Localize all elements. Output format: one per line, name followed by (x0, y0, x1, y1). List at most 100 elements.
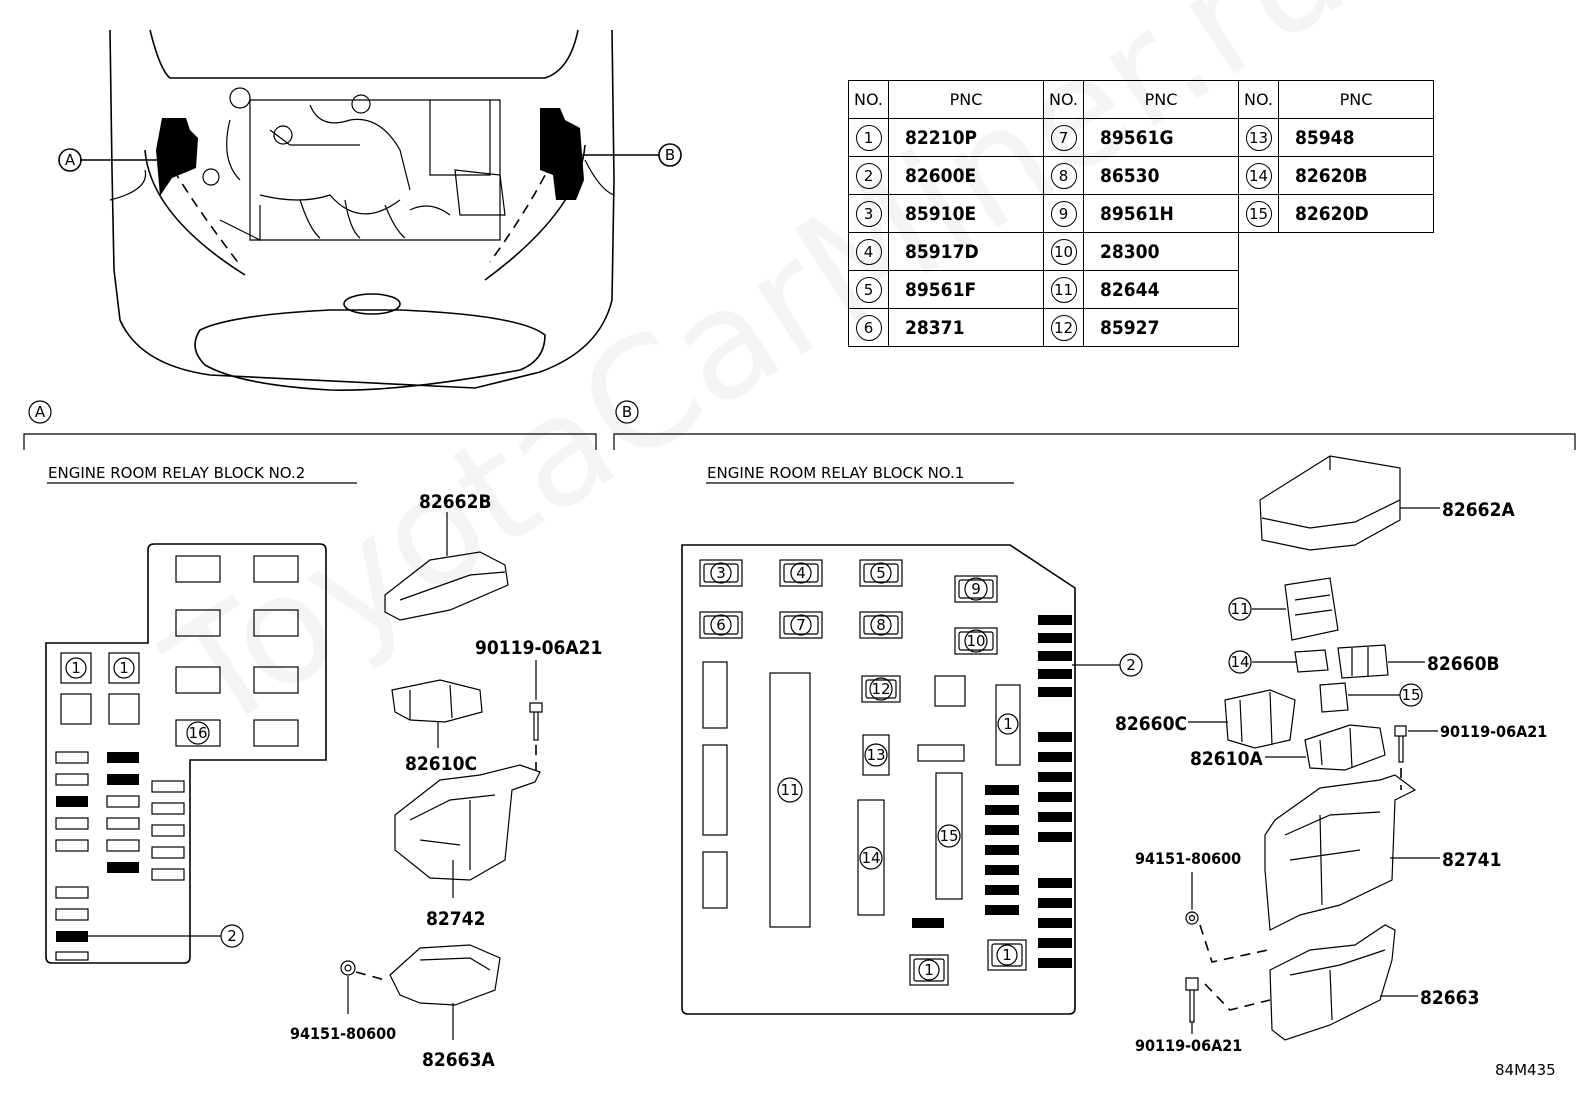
car-overview-illustration: A B (58, 29, 682, 391)
slot-label-1-upper: 1 (1003, 715, 1013, 733)
callout-14-b: 14 (1230, 653, 1249, 671)
item-number-circle: 5 (855, 276, 882, 303)
item-number-circle: 7 (1050, 124, 1077, 151)
pnc-code: 28371 (888, 308, 1044, 347)
part-82663: 82663 (1420, 987, 1479, 1009)
section-b-bracket: B ENGINE ROOM RELAY BLOCK NO.1 (613, 400, 1576, 484)
slot-label-13: 13 (866, 746, 885, 764)
part-82660C: 82660C (1115, 713, 1187, 735)
pnc-code: 82620D (1278, 194, 1434, 233)
item-number: 15 (1238, 194, 1279, 233)
pnc-table-header: NO. PNC NO. PNC NO. PNC (848, 80, 1434, 119)
slot-label-15: 15 (939, 827, 958, 845)
pnc-code: 82600E (888, 156, 1044, 195)
item-number-circle: 15 (1245, 200, 1272, 227)
item-number: 7 (1043, 118, 1084, 157)
section-a-marker: A (35, 403, 46, 421)
slot-label-1a: 1 (71, 659, 81, 677)
callout-2-b: 2 (1126, 656, 1136, 674)
item-number-circle: 9 (1050, 200, 1077, 227)
callout-15-b: 15 (1401, 686, 1420, 704)
header-pnc-1: PNC (888, 80, 1044, 119)
pnc-code: 89561G (1083, 118, 1239, 157)
pnc-code: 89561F (888, 270, 1044, 309)
slot-label-8: 8 (876, 616, 886, 634)
slot-label-16: 16 (188, 724, 207, 742)
item-number: 3 (848, 194, 889, 233)
slot-label-14: 14 (861, 849, 880, 867)
part-82741: 82741 (1442, 849, 1501, 871)
relay-block-no2: 1 1 16 2 (45, 543, 327, 964)
item-number-circle: 8 (1050, 162, 1077, 189)
pnc-code: 82210P (888, 118, 1044, 157)
empty-cell (1239, 271, 1279, 309)
item-number: 10 (1043, 232, 1084, 271)
pnc-code: 85917D (888, 232, 1044, 271)
item-number-circle: 4 (855, 238, 882, 265)
pnc-code: 82620B (1278, 156, 1434, 195)
slot-label-10: 10 (966, 632, 985, 650)
section-b-marker: B (622, 403, 632, 421)
slot-label-9: 9 (971, 580, 981, 598)
item-number-circle: 6 (855, 314, 882, 341)
part-82610C: 82610C (405, 753, 477, 775)
callout-2-a: 2 (227, 927, 237, 945)
pnc-code: 28300 (1083, 232, 1239, 271)
item-number-circle: 3 (855, 200, 882, 227)
item-number: 13 (1238, 118, 1279, 157)
pnc-code: 85927 (1083, 308, 1239, 347)
item-number-circle: 2 (855, 162, 882, 189)
slot-label-5: 5 (876, 564, 886, 582)
empty-cell (1239, 309, 1279, 347)
item-number: 11 (1043, 270, 1084, 309)
header-no-3: NO. (1238, 80, 1279, 119)
item-number: 4 (848, 232, 889, 271)
part-90119-top: 90119-06A21 (475, 637, 602, 659)
item-number-circle: 11 (1050, 276, 1077, 303)
empty-cell (1279, 271, 1434, 309)
section-b-parts: 82662A 11 14 82660B 15 82660C 82610A 901… (1115, 455, 1547, 1055)
part-82663A: 82663A (422, 1049, 495, 1071)
callout-11-b: 11 (1230, 600, 1249, 618)
slot-label-1-lower-b: 1 (1002, 946, 1012, 964)
section-a-bracket: A ENGINE ROOM RELAY BLOCK NO.2 (23, 400, 597, 484)
item-number: 9 (1043, 194, 1084, 233)
header-pnc-3: PNC (1278, 80, 1434, 119)
section-b-title: ENGINE ROOM RELAY BLOCK NO.1 (707, 464, 964, 482)
item-number: 14 (1238, 156, 1279, 195)
empty-cell (1279, 233, 1434, 271)
item-number-circle: 12 (1050, 314, 1077, 341)
relay-block-no1: 3 4 5 9 6 7 8 10 12 1 13 11 14 15 1 1 2 (681, 544, 1143, 1015)
item-number-circle: 14 (1245, 162, 1272, 189)
pnc-code: 89561H (1083, 194, 1239, 233)
item-number-circle: 13 (1245, 124, 1272, 151)
slot-label-6: 6 (716, 616, 726, 634)
pnc-code: 82644 (1083, 270, 1239, 309)
item-number: 12 (1043, 308, 1084, 347)
part-82610A: 82610A (1190, 748, 1263, 770)
part-90119-bottom: 90119-06A21 (1135, 1036, 1242, 1055)
item-number: 5 (848, 270, 889, 309)
pnc-code: 85948 (1278, 118, 1434, 157)
slot-label-3: 3 (716, 564, 726, 582)
slot-label-12: 12 (871, 680, 890, 698)
part-82662B: 82662B (419, 491, 492, 513)
part-82742: 82742 (426, 908, 485, 930)
header-no-2: NO. (1043, 80, 1084, 119)
part-94151-a: 94151-80600 (290, 1024, 396, 1043)
slot-label-11: 11 (780, 781, 799, 799)
callout-a-label: A (65, 151, 76, 169)
part-94151-b: 94151-80600 (1135, 849, 1241, 868)
empty-cell (1239, 233, 1279, 271)
empty-cell (1279, 309, 1434, 347)
figure-code: 84M435 (1495, 1061, 1556, 1079)
slot-label-1b: 1 (119, 659, 129, 677)
item-number-circle: 10 (1050, 238, 1077, 265)
part-90119-right: 90119-06A21 (1440, 722, 1547, 741)
